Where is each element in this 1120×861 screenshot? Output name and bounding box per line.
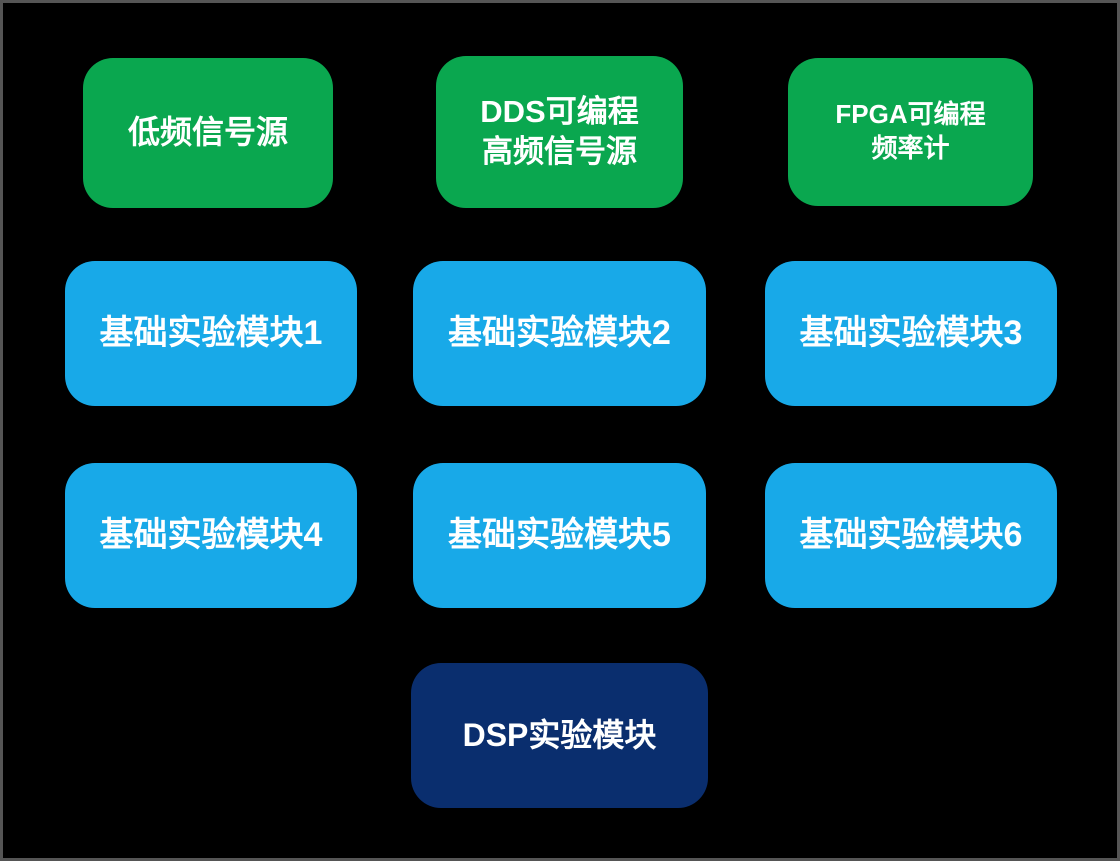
node-dds-signal-source: DDS可编程 高频信号源 [436, 56, 683, 208]
node-basic-module-4: 基础实验模块4 [65, 463, 357, 608]
node-low-freq-signal-source: 低频信号源 [83, 58, 333, 208]
node-dsp-module: DSP实验模块 [411, 663, 708, 808]
node-basic-module-6: 基础实验模块6 [765, 463, 1057, 608]
node-basic-module-5: 基础实验模块5 [413, 463, 706, 608]
node-basic-module-3: 基础实验模块3 [765, 261, 1057, 406]
node-fpga-frequency-counter: FPGA可编程 频率计 [788, 58, 1033, 206]
node-basic-module-1: 基础实验模块1 [65, 261, 357, 406]
node-basic-module-2: 基础实验模块2 [413, 261, 706, 406]
